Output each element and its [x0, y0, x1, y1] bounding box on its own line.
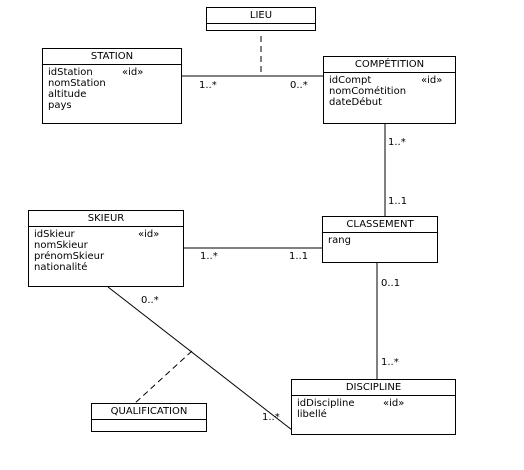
entity-competition-name: COMPÉTITION	[324, 57, 455, 73]
attribute-name: rang	[328, 235, 351, 246]
attribute-name: prénomSkieur	[34, 251, 105, 262]
attribute-name: libellé	[297, 409, 327, 420]
attribute-row: idSkieur «id»	[34, 229, 178, 240]
multiplicity-label: 0..*	[290, 80, 308, 91]
multiplicity-label: 1..1	[289, 251, 309, 262]
entity-lieu[interactable]: LIEU	[206, 7, 316, 31]
attribute-row: idStation «id»	[48, 67, 176, 78]
entity-skieur-name: SKIEUR	[29, 211, 183, 227]
entity-qualification-name: QUALIFICATION	[92, 404, 206, 420]
association-class-qualification	[133, 350, 193, 405]
entity-qualification[interactable]: QUALIFICATION	[91, 403, 207, 432]
entity-discipline-name: DISCIPLINE	[292, 380, 455, 396]
multiplicity-label: 0..*	[141, 295, 159, 306]
association-skieur-discipline	[107, 286, 293, 431]
multiplicity-label: 1..*	[199, 80, 217, 91]
entity-station[interactable]: STATION idStation «id» nomStation altitud…	[42, 48, 182, 124]
multiplicity-label: 1..1	[388, 196, 408, 207]
entity-classement[interactable]: CLASSEMENT rang	[322, 216, 438, 263]
attribute-name: idCompt	[329, 75, 372, 86]
attribute-row: pays	[48, 100, 176, 111]
attribute-row: rang	[328, 235, 432, 246]
attribute-name: altitude	[48, 89, 87, 100]
entity-classement-name: CLASSEMENT	[323, 217, 437, 233]
entity-lieu-name: LIEU	[207, 8, 315, 24]
attribute-row: dateDébut	[329, 97, 450, 108]
multiplicity-label: 1..*	[200, 251, 218, 262]
multiplicity-label: 0..1	[381, 278, 401, 289]
attribute-row: nationalité	[34, 262, 178, 273]
entity-competition[interactable]: COMPÉTITION idCompt «id» nomCométition da…	[323, 56, 456, 124]
attribute-stereotype: «id»	[138, 229, 160, 240]
attribute-stereotype: «id»	[383, 398, 405, 409]
attribute-row: nomStation	[48, 78, 176, 89]
attribute-row: nomCométition	[329, 86, 450, 97]
attribute-row: altitude	[48, 89, 176, 100]
attribute-row: libellé	[297, 409, 450, 420]
attribute-name: idSkieur	[34, 229, 75, 240]
multiplicity-label: 1..*	[262, 412, 280, 423]
entity-station-name: STATION	[43, 49, 181, 65]
attribute-name: nomSkieur	[34, 240, 88, 251]
entity-skieur[interactable]: SKIEUR idSkieur «id» nomSkieur prénomSkie…	[28, 210, 184, 287]
attribute-name: nationalité	[34, 262, 88, 273]
multiplicity-label: 1..*	[388, 137, 406, 148]
attribute-row: nomSkieur	[34, 240, 178, 251]
attribute-name: nomStation	[48, 78, 106, 89]
attribute-name: dateDébut	[329, 97, 383, 108]
attribute-row: idDiscipline «id»	[297, 398, 450, 409]
attribute-row: prénomSkieur	[34, 251, 178, 262]
entity-discipline[interactable]: DISCIPLINE idDiscipline «id» libellé	[291, 379, 456, 435]
attribute-name: pays	[48, 100, 72, 111]
attribute-name: nomCométition	[329, 86, 407, 97]
attribute-stereotype: «id»	[122, 67, 144, 78]
attribute-name: idDiscipline	[297, 398, 355, 409]
attribute-row: idCompt «id»	[329, 75, 450, 86]
attribute-name: idStation	[48, 67, 93, 78]
multiplicity-label: 1..*	[381, 357, 399, 368]
attribute-stereotype: «id»	[421, 75, 443, 86]
